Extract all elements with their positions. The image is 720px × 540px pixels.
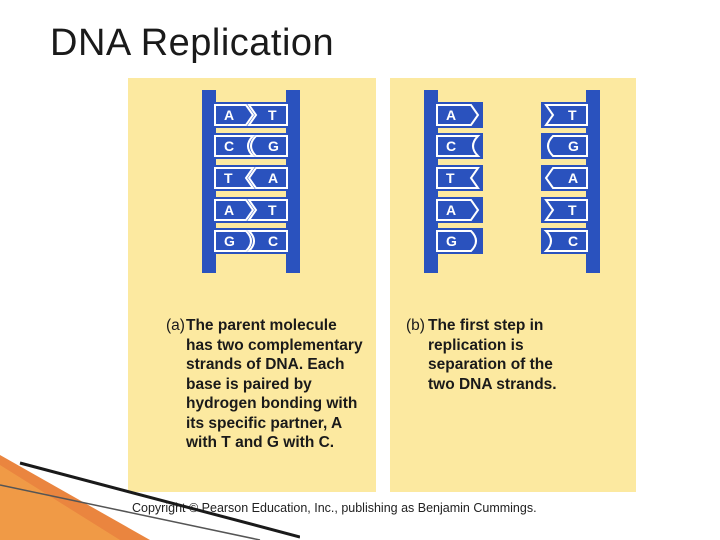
base-label-right: G	[568, 138, 579, 154]
base-block-right	[546, 168, 587, 188]
left-strand	[424, 90, 438, 273]
right-strand	[286, 90, 300, 273]
row-gap	[438, 160, 586, 164]
panel-b-caption-line: separation of the	[428, 355, 557, 375]
base-label-left: A	[224, 107, 234, 123]
panel-a-caption-line: its specific partner, A	[186, 414, 363, 434]
row-gap	[438, 224, 586, 228]
panel-a-caption: (a) The parent molecule has two compleme…	[166, 316, 363, 453]
row-gap	[216, 160, 286, 164]
panel-a-caption-line: strands of DNA. Each	[186, 355, 363, 375]
right-strand	[586, 90, 600, 273]
base-label-left: A	[224, 202, 234, 218]
slide-title: DNA Replication	[50, 22, 334, 65]
base-block-right	[546, 231, 587, 251]
row-gap	[216, 192, 286, 196]
base-block-left	[437, 168, 478, 188]
base-label-right: C	[568, 233, 578, 249]
panel-a-caption-line: base is paired by	[186, 375, 363, 395]
base-label-right: G	[268, 138, 279, 154]
row-gap	[216, 224, 286, 228]
panel-b-caption-line: The first step in	[428, 316, 557, 336]
slide-decoration	[0, 455, 300, 540]
base-label-left: C	[446, 138, 456, 154]
row-gap	[438, 192, 586, 196]
panel-a-tag: (a)	[166, 316, 185, 336]
base-label-left: G	[446, 233, 457, 249]
base-block-left	[437, 200, 478, 220]
base-label-right: A	[268, 170, 278, 186]
base-label-left: A	[446, 107, 456, 123]
panel-b-tag: (b)	[406, 316, 425, 336]
base-label-right: T	[568, 107, 577, 123]
base-label-right: T	[268, 107, 277, 123]
base-block-right	[546, 105, 587, 125]
base-block-left	[437, 105, 478, 125]
base-label-right: T	[568, 202, 577, 218]
base-block-left	[437, 136, 478, 156]
base-label-left: T	[224, 170, 233, 186]
panel-b-caption-line: two DNA strands.	[428, 375, 557, 395]
base-label-left: C	[224, 138, 234, 154]
panel-a-caption-line: has two complementary	[186, 336, 363, 356]
base-label-right: A	[568, 170, 578, 186]
row-gap	[216, 128, 286, 132]
panel-a-caption-line: with T and G with C.	[186, 433, 363, 453]
left-strand	[202, 90, 216, 273]
row-gap	[438, 128, 586, 132]
panel-b-caption: (b) The first step in replication is sep…	[406, 316, 557, 394]
base-label-left: G	[224, 233, 235, 249]
panel-a-caption-line: The parent molecule	[186, 316, 363, 336]
base-label-right: C	[268, 233, 278, 249]
panel-b-caption-line: replication is	[428, 336, 557, 356]
base-label-left: A	[446, 202, 456, 218]
base-label-right: T	[268, 202, 277, 218]
base-block-right	[546, 200, 587, 220]
panel-a-caption-line: hydrogen bonding with	[186, 394, 363, 414]
base-label-left: T	[446, 170, 455, 186]
